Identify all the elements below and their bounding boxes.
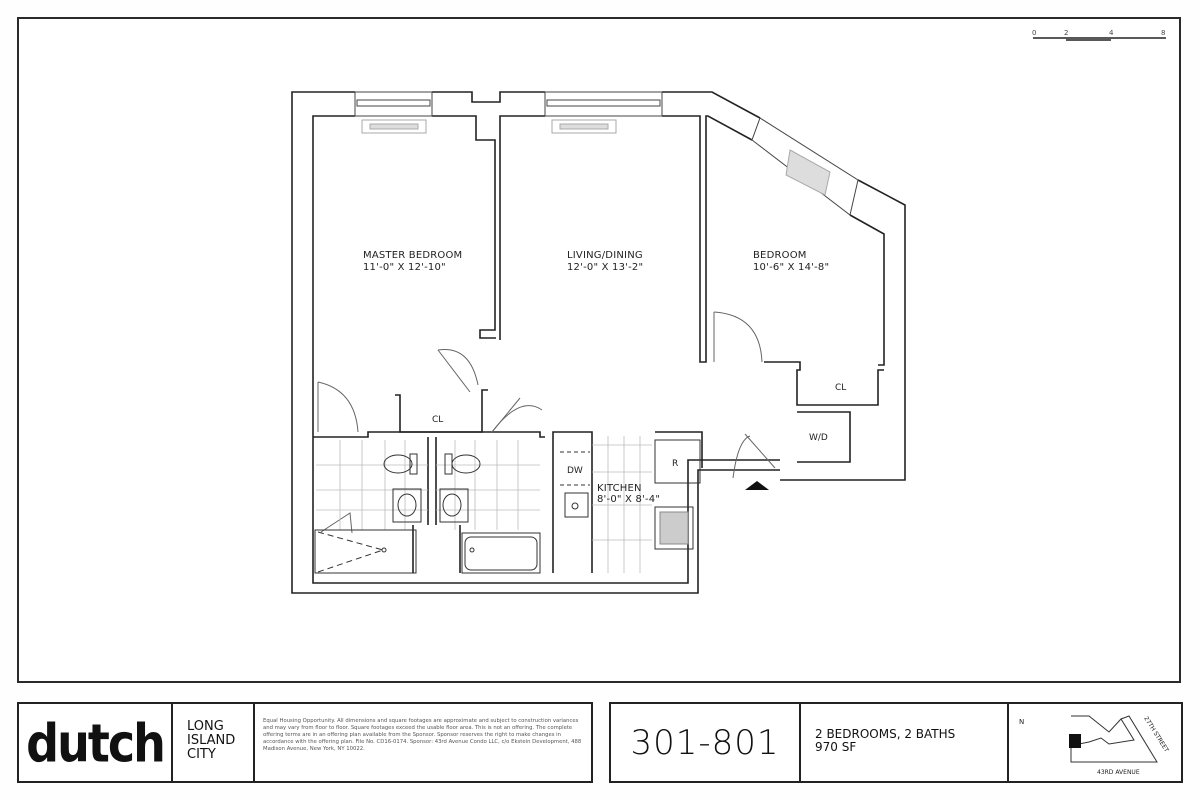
washer-dryer-label: W/D xyxy=(809,433,828,443)
building-highlight xyxy=(1069,734,1081,748)
svg-text:BEDROOM: BEDROOM xyxy=(753,250,807,261)
closet-label: CL xyxy=(432,415,443,425)
svg-text:0: 0 xyxy=(1032,29,1036,37)
bathroom-tiles xyxy=(316,436,652,573)
north-indicator: N xyxy=(1019,718,1024,726)
svg-text:27TH STREET: 27TH STREET xyxy=(1142,715,1170,753)
refrigerator-label: R xyxy=(672,459,678,469)
legal-disclaimer: Equal Housing Opportunity. All dimension… xyxy=(253,704,591,781)
city-name: LONG ISLAND CITY xyxy=(171,704,253,781)
svg-text:4: 4 xyxy=(1109,29,1114,37)
svg-text:MASTER BEDROOM: MASTER BEDROOM xyxy=(363,250,462,261)
walls xyxy=(291,91,906,594)
svg-text:KITCHEN: KITCHEN xyxy=(597,483,642,494)
key-map: N 27TH STREET 43RD AVENUE xyxy=(1007,704,1181,781)
scale-bar: 0 2 4 8 xyxy=(1032,29,1166,41)
footer-unit-info: 301-801 2 BEDROOMS, 2 BATHS 970 SF N 27T… xyxy=(609,702,1183,783)
kitchen-fixtures xyxy=(560,439,701,550)
svg-text:LIVING/DINING: LIVING/DINING xyxy=(567,250,643,261)
brand-logo: dutch xyxy=(26,711,166,774)
room-label-kitchen: KITCHEN 8'-0" X 8'-4" xyxy=(597,483,660,505)
dishwasher-label: DW xyxy=(567,466,583,476)
room-label-bedroom: BEDROOM 10'-6" X 14'-8" xyxy=(753,250,829,273)
windows xyxy=(354,91,859,216)
room-label-living-dining: LIVING/DINING 12'-0" X 13'-2" xyxy=(567,250,643,273)
footer-branding: dutch LONG ISLAND CITY Equal Housing Opp… xyxy=(17,702,593,783)
doors xyxy=(317,311,776,534)
unit-specs: 2 BEDROOMS, 2 BATHS 970 SF xyxy=(799,704,1007,781)
bath-fixtures xyxy=(314,453,541,574)
svg-text:10'-6" X 14'-8": 10'-6" X 14'-8" xyxy=(753,262,829,273)
entry-arrow-icon xyxy=(745,481,769,490)
svg-text:2: 2 xyxy=(1064,29,1068,37)
svg-text:11'-0" X 12'-10": 11'-0" X 12'-10" xyxy=(363,262,446,273)
room-label-master-bedroom: MASTER BEDROOM 11'-0" X 12'-10" xyxy=(363,250,462,273)
svg-text:12'-0" X 13'-2": 12'-0" X 13'-2" xyxy=(567,262,643,273)
unit-number: 301-801 xyxy=(630,722,780,763)
svg-text:8: 8 xyxy=(1161,29,1165,37)
svg-text:8'-0" X 8'-4": 8'-0" X 8'-4" xyxy=(597,494,660,505)
svg-text:43RD AVENUE: 43RD AVENUE xyxy=(1097,769,1140,776)
closet-label: CL xyxy=(835,383,846,393)
